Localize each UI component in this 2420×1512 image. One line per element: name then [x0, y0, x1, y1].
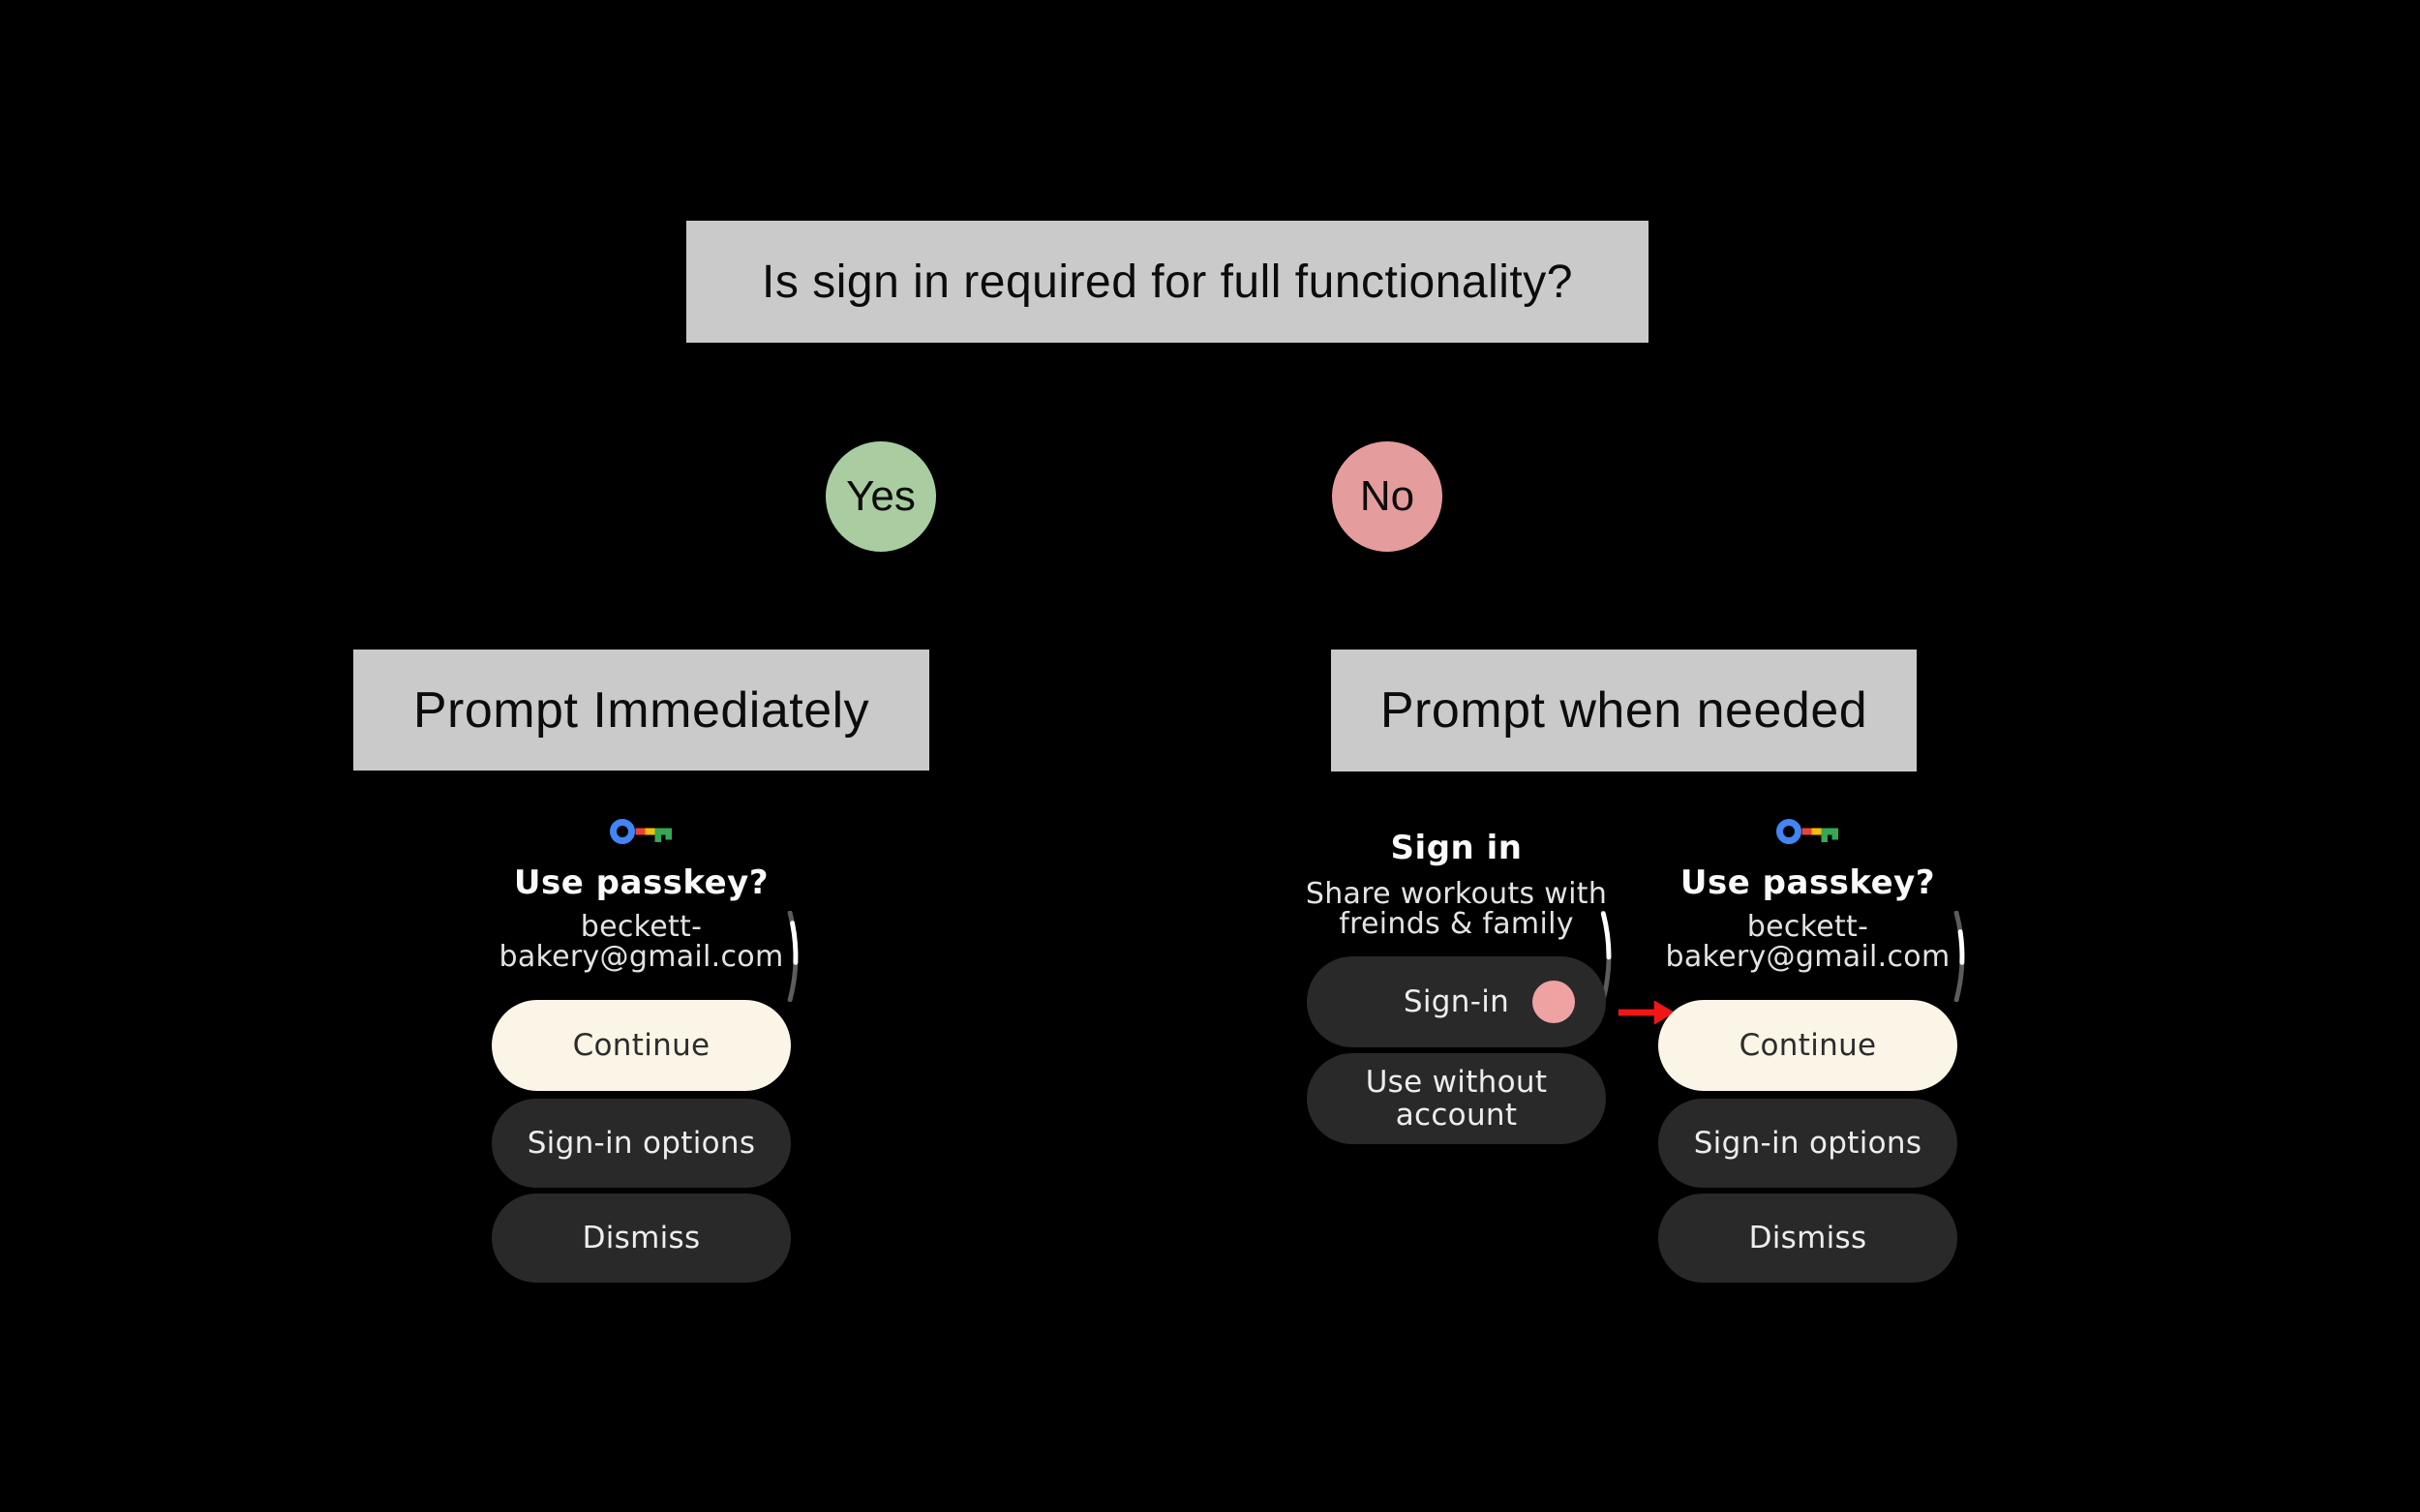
continue-button[interactable]: Continue — [492, 1000, 791, 1091]
account-email: beckett- bakery@gmail.com — [465, 912, 818, 972]
signin-label: Sign-in — [1403, 984, 1510, 1019]
yes-node: Yes — [826, 441, 936, 552]
sheet-title: Use passkey? — [1679, 863, 1936, 902]
dismiss-button[interactable]: Dismiss — [492, 1194, 791, 1283]
use-without-account-button[interactable]: Use without account — [1307, 1053, 1606, 1144]
scroll-indicator[interactable] — [1953, 911, 1969, 1002]
outcome-box-prompt-immediately: Prompt Immediately — [353, 650, 929, 771]
email-line-2: bakery@gmail.com — [499, 940, 784, 974]
continue-button[interactable]: Continue — [1658, 1000, 1957, 1091]
no-label: No — [1359, 472, 1415, 520]
passkey-icon — [610, 819, 672, 844]
account-email: beckett- bakery@gmail.com — [1631, 912, 1984, 972]
question-text: Is sign in required for full functionali… — [762, 256, 1573, 308]
signin-title: Sign in — [1390, 829, 1523, 867]
dismiss-button[interactable]: Dismiss — [1658, 1194, 1957, 1283]
continue-label: Continue — [1739, 1028, 1877, 1063]
yes-label: Yes — [846, 472, 916, 520]
outcome-box-prompt-when-needed: Prompt when needed — [1331, 650, 1917, 771]
continue-label: Continue — [572, 1028, 711, 1063]
dismiss-label: Dismiss — [1748, 1221, 1867, 1255]
dismiss-label: Dismiss — [582, 1221, 701, 1255]
sheet-title: Use passkey? — [513, 863, 770, 902]
email-line-1: beckett- — [580, 910, 703, 944]
watch-screen-passkey-left: Use passkey? beckett- bakery@gmail.com C… — [465, 813, 818, 1287]
passkey-icon — [1776, 819, 1838, 844]
signin-subtitle: Share workouts with freinds & family — [1280, 879, 1633, 939]
signin-options-button[interactable]: Sign-in options — [492, 1099, 791, 1188]
subtitle-line-1: Share workouts with — [1305, 877, 1608, 911]
red-arrow-icon — [1618, 1000, 1675, 1025]
no-node: No — [1332, 441, 1442, 552]
signin-options-label: Sign-in options — [1693, 1126, 1922, 1161]
outcome-immediately-text: Prompt Immediately — [412, 681, 870, 739]
watch-screen-signin: Sign in Share workouts with freinds & fa… — [1280, 813, 1633, 1287]
signin-button[interactable]: Sign-in — [1307, 956, 1606, 1047]
subtitle-line-2: freinds & family — [1339, 907, 1574, 941]
scroll-indicator[interactable] — [1600, 911, 1616, 1002]
question-box: Is sign in required for full functionali… — [686, 221, 1649, 343]
signin-options-label: Sign-in options — [527, 1126, 756, 1161]
watch-screen-passkey-right: Use passkey? beckett- bakery@gmail.com C… — [1631, 813, 1984, 1287]
scroll-indicator[interactable] — [787, 911, 802, 1002]
tap-indicator-dot — [1532, 981, 1575, 1023]
outcome-when-needed-text: Prompt when needed — [1379, 682, 1868, 739]
email-line-1: beckett- — [1746, 910, 1869, 944]
signin-options-button[interactable]: Sign-in options — [1658, 1099, 1957, 1188]
use-without-account-label: Use without account — [1365, 1065, 1548, 1133]
email-line-2: bakery@gmail.com — [1665, 940, 1951, 974]
